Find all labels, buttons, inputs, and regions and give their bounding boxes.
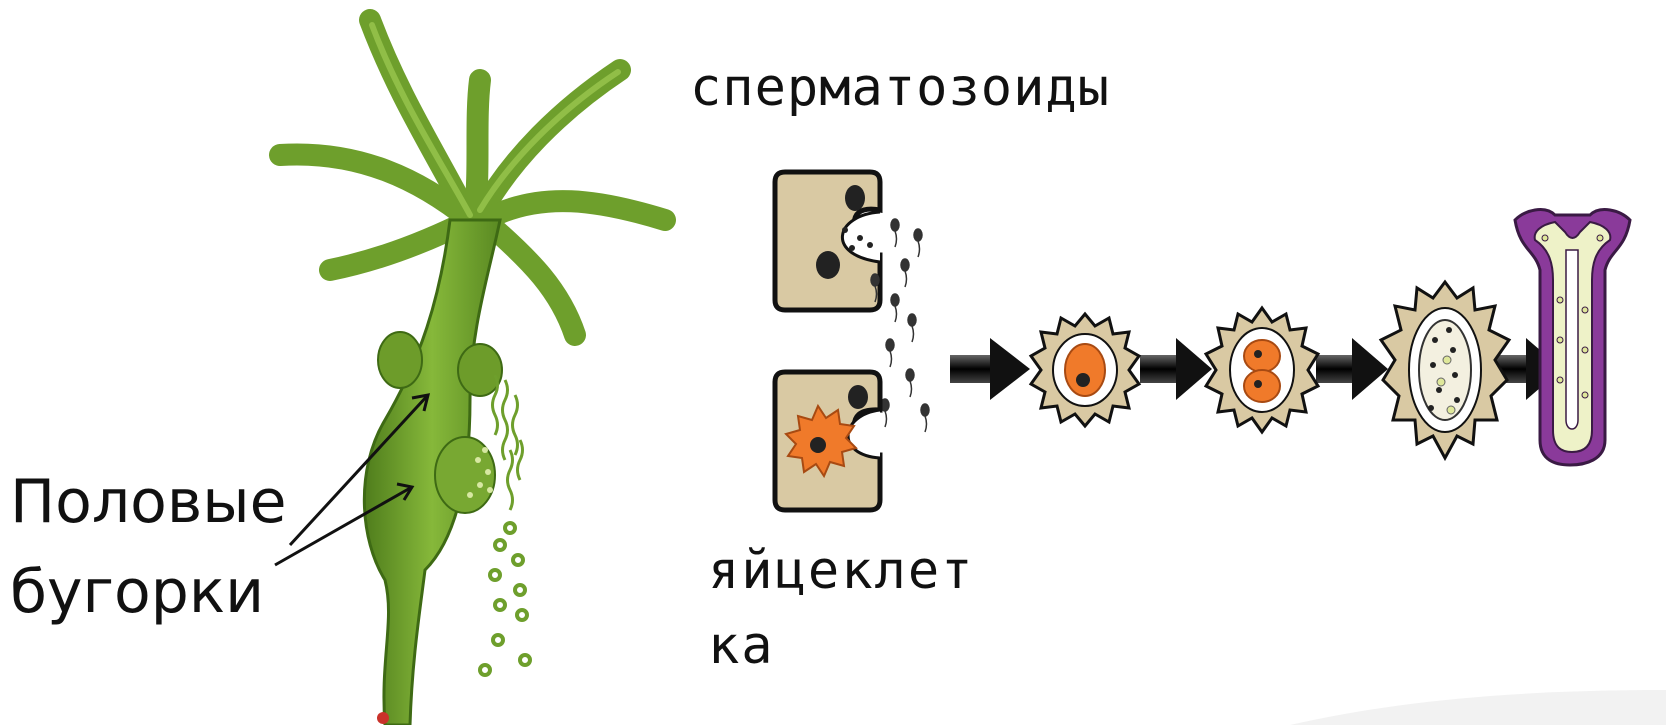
decorative-swoosh xyxy=(1290,690,1666,725)
label-tubercles-line2: бугорки xyxy=(10,562,264,622)
arrow-3 xyxy=(1316,338,1388,400)
label-egg-line1: яйцеклет xyxy=(708,545,974,597)
arrow-2 xyxy=(1140,338,1212,400)
testis-upper-left xyxy=(378,332,422,388)
young-polyp xyxy=(1515,210,1630,465)
released-sperm xyxy=(493,375,523,510)
basal-disc xyxy=(377,712,389,724)
testis-upper-right xyxy=(458,344,502,396)
testis-cell xyxy=(775,172,880,310)
two-cell-stage xyxy=(1206,308,1318,432)
zygote xyxy=(1031,314,1139,426)
released-eggs xyxy=(480,523,530,675)
hydra-figure xyxy=(275,20,665,725)
ovary-cell xyxy=(775,372,880,510)
label-tubercles-line1: Половые xyxy=(10,472,287,532)
blastula-stage xyxy=(1381,282,1509,458)
label-sperm: сперматозоиды xyxy=(690,62,1110,114)
arrow-1 xyxy=(950,338,1030,400)
label-egg-line2: ка xyxy=(708,620,775,672)
